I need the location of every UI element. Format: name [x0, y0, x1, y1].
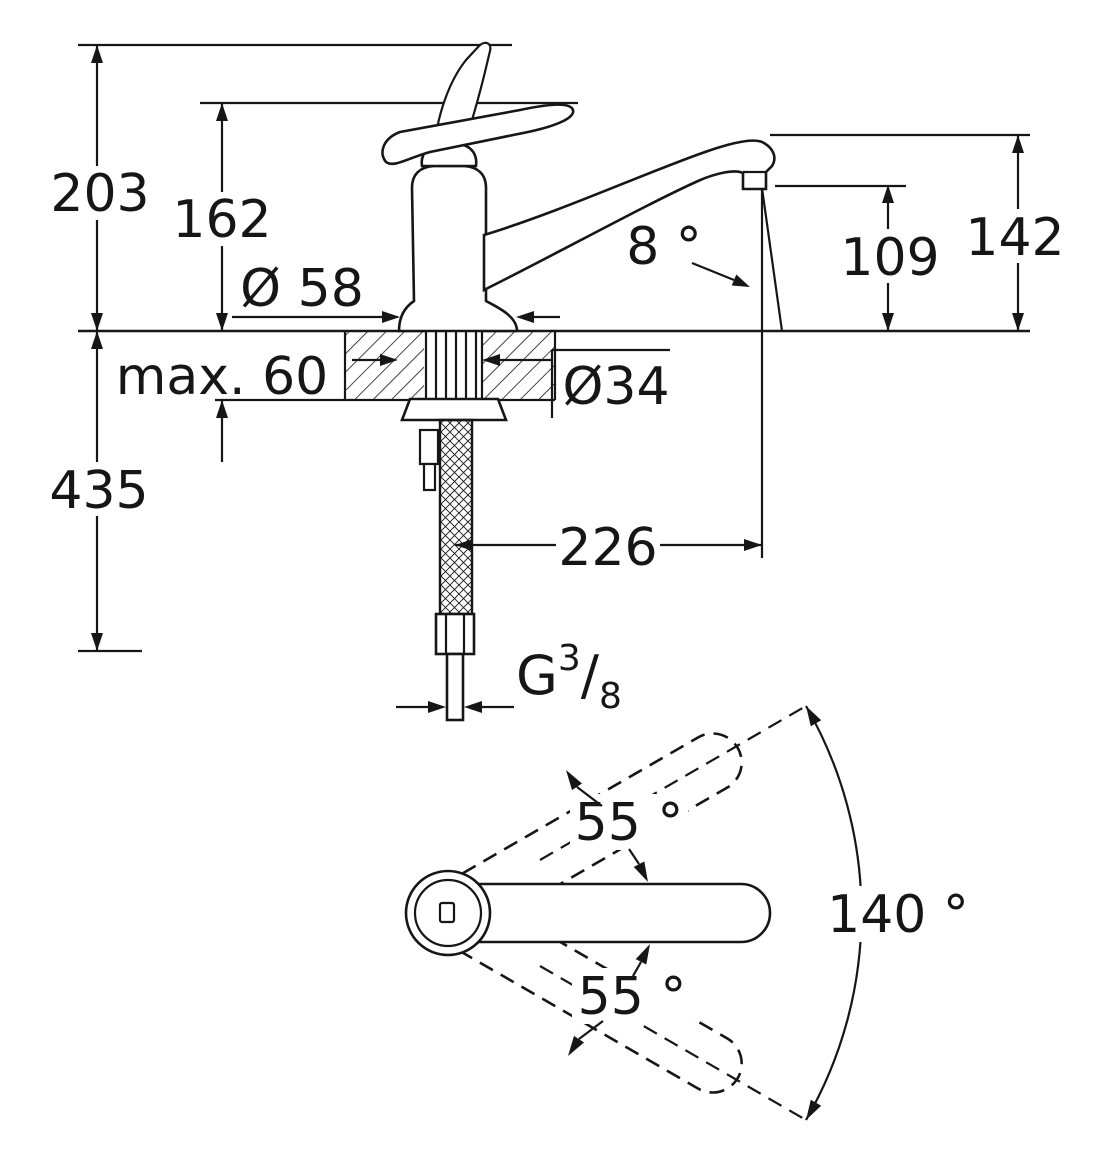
- dim-swivel-upper: 55 °: [566, 770, 688, 882]
- dim-swivel-lower-label: 55 °: [578, 967, 687, 1027]
- dim-reach: 226: [455, 518, 762, 578]
- faucet-base-top: [404, 869, 492, 957]
- dim-under-counter-label: 435: [49, 461, 148, 521]
- under-counter-parts: [400, 331, 508, 722]
- dim-counter-thickness-label: max. 60: [116, 347, 329, 407]
- dim-thread-label: G3/8: [516, 638, 622, 717]
- side-fitting-lower: [422, 462, 437, 492]
- dim-hole-diameter: Ø34: [352, 348, 670, 418]
- dim-stream-angle-label: 8 °: [626, 217, 702, 277]
- dim-outlet-height-label: 109: [840, 228, 939, 288]
- dim-outlet-height: 109: [840, 185, 940, 331]
- faucet-body: [381, 41, 776, 333]
- dim-base-diameter-label: Ø 58: [240, 259, 364, 319]
- dim-under-counter: 435: [49, 331, 149, 651]
- countertop-section: [343, 331, 557, 402]
- side-view: 203 162 435 Ø 58 max. 60: [49, 41, 1068, 722]
- dim-lever-height: 162: [172, 103, 272, 331]
- side-fitting: [418, 428, 440, 466]
- hose-connector-nut: [434, 612, 476, 656]
- dim-reach-label: 226: [558, 518, 657, 578]
- cartridge-top-detail: [438, 901, 456, 924]
- top-view: 140 ° 55 ° 55 °: [404, 705, 990, 1121]
- dim-swivel-upper-label: 55 °: [575, 793, 684, 853]
- dim-swivel-total-label: 140 °: [827, 885, 969, 945]
- base-inner-circle: [413, 878, 483, 948]
- flexible-hose: [438, 418, 474, 616]
- dim-lever-height-label: 162: [172, 190, 271, 250]
- dim-counter-thickness: max. 60: [116, 347, 329, 462]
- mounting-plate: [400, 397, 508, 422]
- dim-stream-angle: 8 °: [626, 217, 750, 287]
- dim-thread: G3/8: [396, 638, 622, 717]
- dim-swivel-total: 140 °: [805, 705, 990, 1121]
- dim-spout-height: 142: [962, 135, 1068, 331]
- dim-hole-diameter-label: Ø34: [562, 357, 669, 417]
- dim-base-diameter: Ø 58: [232, 259, 560, 323]
- dim-spout-height-label: 142: [965, 208, 1064, 268]
- dim-swivel-lower: 55 °: [568, 944, 692, 1056]
- lever-rest: [381, 103, 575, 166]
- hose-tail: [445, 652, 465, 722]
- dim-total-height-label: 203: [50, 164, 149, 224]
- dim-total-height: 203: [50, 45, 150, 331]
- spout: [482, 139, 776, 293]
- water-stream: [760, 187, 784, 558]
